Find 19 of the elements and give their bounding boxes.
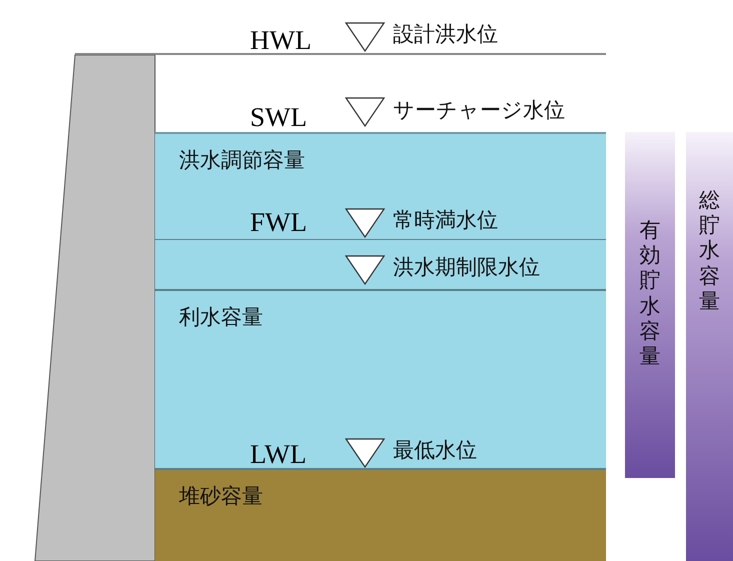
- band-label: 堆砂容量: [179, 486, 263, 507]
- level-code: HWL: [250, 27, 312, 54]
- capacity-bar: [625, 132, 675, 478]
- bar-label: 有効貯水容量: [639, 218, 661, 370]
- level-name: 洪水期制限水位: [393, 257, 540, 278]
- bar-label: 総貯水容量: [698, 188, 720, 314]
- capacity-bar: [686, 132, 733, 561]
- water-band: [155, 132, 606, 289]
- band-label: 利水容量: [179, 307, 263, 328]
- level-code: FWL: [250, 209, 307, 236]
- level-name: サーチャージ水位: [393, 100, 565, 121]
- level-name: 常時満水位: [393, 210, 498, 231]
- level-name: 最低水位: [393, 440, 477, 461]
- band-label: 洪水調節容量: [179, 150, 305, 171]
- sediment-band: [155, 468, 606, 561]
- level-name: 設計洪水位: [393, 24, 498, 45]
- level-code: LWL: [250, 441, 306, 468]
- water-band: [155, 289, 606, 468]
- level-code: SWL: [250, 104, 307, 131]
